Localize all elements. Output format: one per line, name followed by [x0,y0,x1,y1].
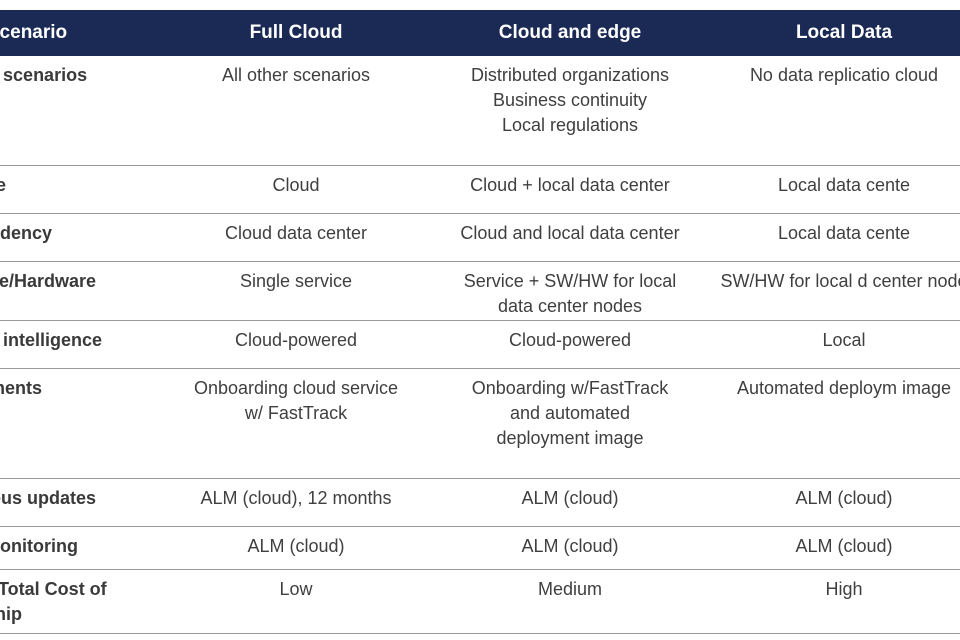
cell-full-cloud: ALM (cloud) [160,526,432,570]
table-row: residency Cloud data center Cloud and lo… [0,213,960,262]
cell-cloud-edge: Distributed organizations Business conti… [432,56,708,166]
table-row: oute Cloud Cloud + local data center Loc… [0,165,960,214]
row-label: oute [0,165,160,214]
header-cloud-and-edge: Cloud and edge [432,10,708,56]
cell-full-cloud: ALM (cloud), 12 months [160,478,432,527]
header-local-data: Local Data [708,10,960,56]
cell-local-data: Local [708,320,960,369]
row-label: cial intelligence [0,320,160,369]
cell-full-cloud: All other scenarios [160,56,432,166]
cell-full-cloud: Cloud-powered [160,320,432,369]
cell-local-data: ALM (cloud) [708,478,960,527]
row-label: nuous updates [0,478,160,527]
table-row: oyments Onboarding cloud service w/ Fast… [0,368,960,479]
cell-cloud-edge: Medium [432,569,708,634]
cell-full-cloud: Cloud data center [160,213,432,262]
header-row: d Scenario Full Cloud Cloud and edge Loc… [0,10,960,56]
header-scenario: d Scenario [0,10,160,56]
cell-local-data: Local data cente [708,213,960,262]
table-row: nuous updates ALM (cloud), 12 months ALM… [0,478,960,527]
row-label: h monitoring [0,526,160,570]
cell-cloud-edge: Onboarding w/FastTrack and automated dep… [432,368,708,479]
table-body: ase scenarios All other scenarios Distri… [0,56,960,634]
row-label: ive Total Cost of ership [0,569,160,634]
table-row: ware/Hardware Single service Service + S… [0,261,960,321]
cell-full-cloud: Onboarding cloud service w/ FastTrack [160,368,432,479]
cell-local-data: Automated deploym image [708,368,960,479]
table-row: h monitoring ALM (cloud) ALM (cloud) ALM… [0,526,960,570]
table-row: cial intelligence Cloud-powered Cloud-po… [0,320,960,369]
row-label: oyments [0,368,160,479]
comparison-table: d Scenario Full Cloud Cloud and edge Loc… [0,10,960,634]
cell-cloud-edge: Service + SW/HW for local data center no… [432,261,708,321]
row-label: ase scenarios [0,56,160,166]
cell-full-cloud: Cloud [160,165,432,214]
cell-local-data: No data replicatio cloud [708,56,960,166]
cell-cloud-edge: ALM (cloud) [432,478,708,527]
cell-full-cloud: Low [160,569,432,634]
cell-local-data: High [708,569,960,634]
cell-cloud-edge: Cloud-powered [432,320,708,369]
cell-full-cloud: Single service [160,261,432,321]
table-row: ive Total Cost of ership Low Medium High [0,569,960,634]
cell-local-data: ALM (cloud) [708,526,960,570]
row-label: residency [0,213,160,262]
cell-cloud-edge: ALM (cloud) [432,526,708,570]
row-label: ware/Hardware [0,261,160,321]
header-full-cloud: Full Cloud [160,10,432,56]
cell-local-data: Local data cente [708,165,960,214]
table-header: d Scenario Full Cloud Cloud and edge Loc… [0,10,960,56]
cell-cloud-edge: Cloud and local data center [432,213,708,262]
table-row: ase scenarios All other scenarios Distri… [0,56,960,166]
cell-cloud-edge: Cloud + local data center [432,165,708,214]
cell-local-data: SW/HW for local d center node [708,261,960,321]
